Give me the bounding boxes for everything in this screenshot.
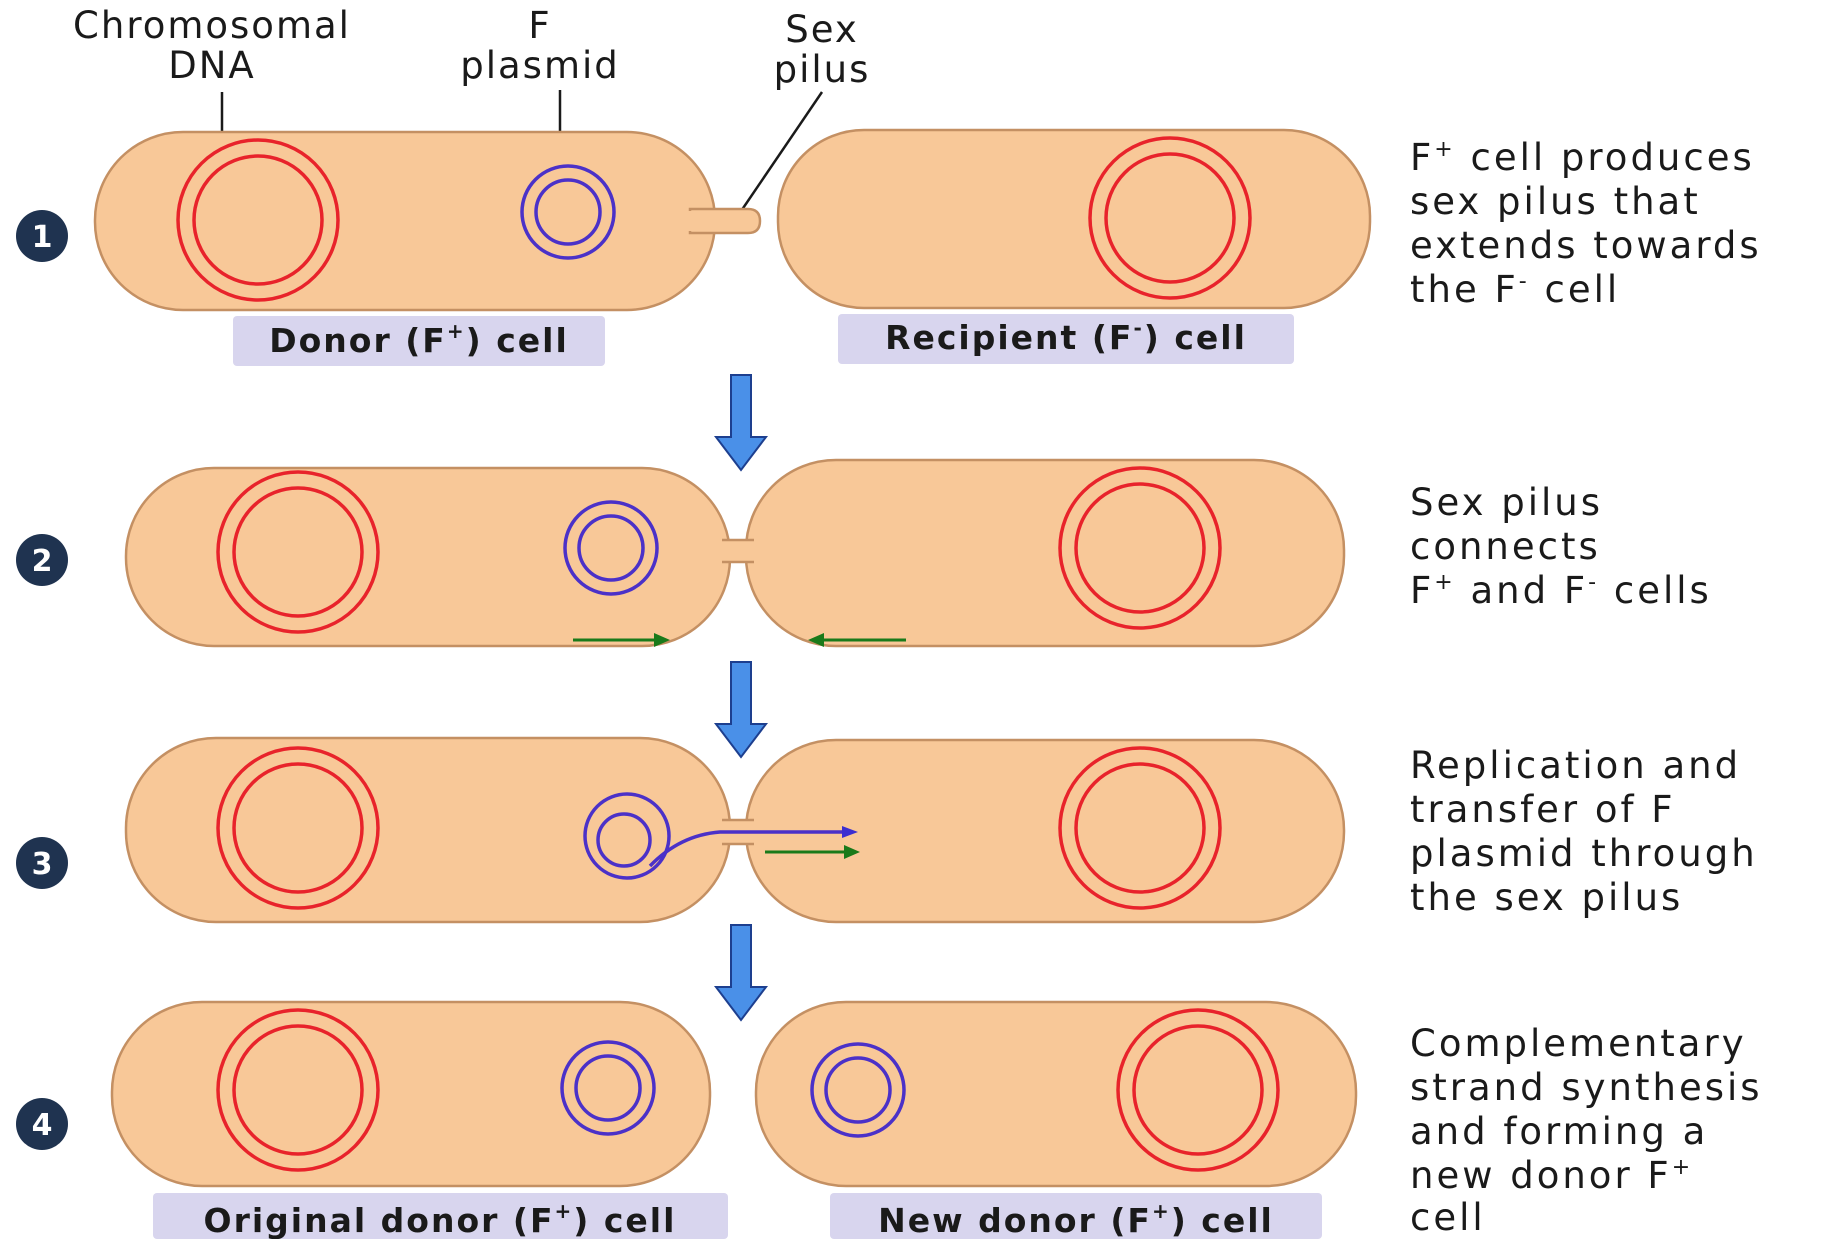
description-line: sex pilus that <box>1410 180 1701 223</box>
donor-cell <box>126 738 730 922</box>
step-number: 3 <box>32 847 53 882</box>
description-line: F+ and F- cells <box>1410 569 1712 612</box>
cell-body <box>746 460 1344 646</box>
step-2: 2 Sex pilus connects <box>16 460 1712 647</box>
step-number: 2 <box>32 544 53 579</box>
step-description: F+ cell produces sex pilus that extends … <box>1410 136 1762 311</box>
cell-body <box>756 1002 1356 1186</box>
description-line: plasmid through <box>1410 832 1758 875</box>
cell-body <box>95 132 715 310</box>
callout-sex-pilus-line2: pilus <box>774 48 871 91</box>
original-donor-cell <box>112 1002 710 1186</box>
step-down-arrow <box>716 925 766 1020</box>
new-donor-cell-tag: New donor (F+) cell <box>830 1193 1322 1239</box>
tag-text: Donor (F+) cell <box>269 319 569 360</box>
pilus-joint <box>680 211 694 231</box>
tag-text: Recipient (F-) cell <box>885 316 1247 357</box>
original-donor-cell-tag: Original donor (F+) cell <box>153 1193 728 1239</box>
cell-body <box>778 130 1370 308</box>
donor-cell <box>126 468 730 646</box>
callout-chromosomal-dna-line2: DNA <box>168 44 255 87</box>
recipient-cell <box>746 460 1344 646</box>
step-number: 1 <box>32 220 53 255</box>
recipient-cell <box>778 130 1370 308</box>
description-line: new donor F+ <box>1410 1154 1693 1197</box>
step-description: Sex pilus connects F+ and F- cells <box>1410 481 1712 612</box>
step-1: 1 Donor (F+) cell Recipient (F-) cell F+… <box>16 130 1762 366</box>
step-3: 3 Replication and transf <box>16 738 1758 922</box>
description-line: strand synthesis <box>1410 1066 1763 1109</box>
new-donor-cell <box>756 1002 1356 1186</box>
sex-pilus-bridge <box>715 540 761 562</box>
description-line: extends towards <box>1410 224 1762 267</box>
callout-f-plasmid-line2: plasmid <box>460 44 620 87</box>
description-line: F+ cell produces <box>1410 136 1755 179</box>
donor-cell <box>95 132 760 310</box>
cell-body <box>112 1002 710 1186</box>
description-line: the F- cell <box>1410 268 1620 311</box>
step-description: Replication and transfer of F plasmid th… <box>1410 744 1758 919</box>
description-line: the sex pilus <box>1410 876 1683 919</box>
callout-chromosomal-dna-line1: Chromosomal <box>73 4 351 47</box>
tag-text: Original donor (F+) cell <box>204 1199 677 1239</box>
step-down-arrow <box>716 662 766 757</box>
callout-sex-pilus-line1: Sex <box>785 8 859 51</box>
donor-cell-tag: Donor (F+) cell <box>233 316 605 366</box>
callout-f-plasmid-line1: F <box>528 4 551 47</box>
pilus-fill <box>715 540 761 562</box>
description-line: cell <box>1410 1196 1486 1239</box>
step-description: Complementary strand synthesis and formi… <box>1410 1022 1763 1239</box>
tag-text: New donor (F+) cell <box>878 1199 1274 1239</box>
description-line: transfer of F <box>1410 788 1676 831</box>
sex-pilus <box>690 209 760 233</box>
step-down-arrow <box>716 375 766 470</box>
step-4: 4 Original donor (F+) cell New donor (F+… <box>16 1002 1763 1239</box>
description-line: Replication and <box>1410 744 1741 787</box>
description-line: and forming a <box>1410 1110 1708 1153</box>
description-line: Complementary <box>1410 1022 1747 1065</box>
description-line: connects <box>1410 525 1601 568</box>
description-line: Sex pilus <box>1410 481 1603 524</box>
step-number: 4 <box>32 1108 53 1143</box>
recipient-cell-tag: Recipient (F-) cell <box>838 314 1294 364</box>
